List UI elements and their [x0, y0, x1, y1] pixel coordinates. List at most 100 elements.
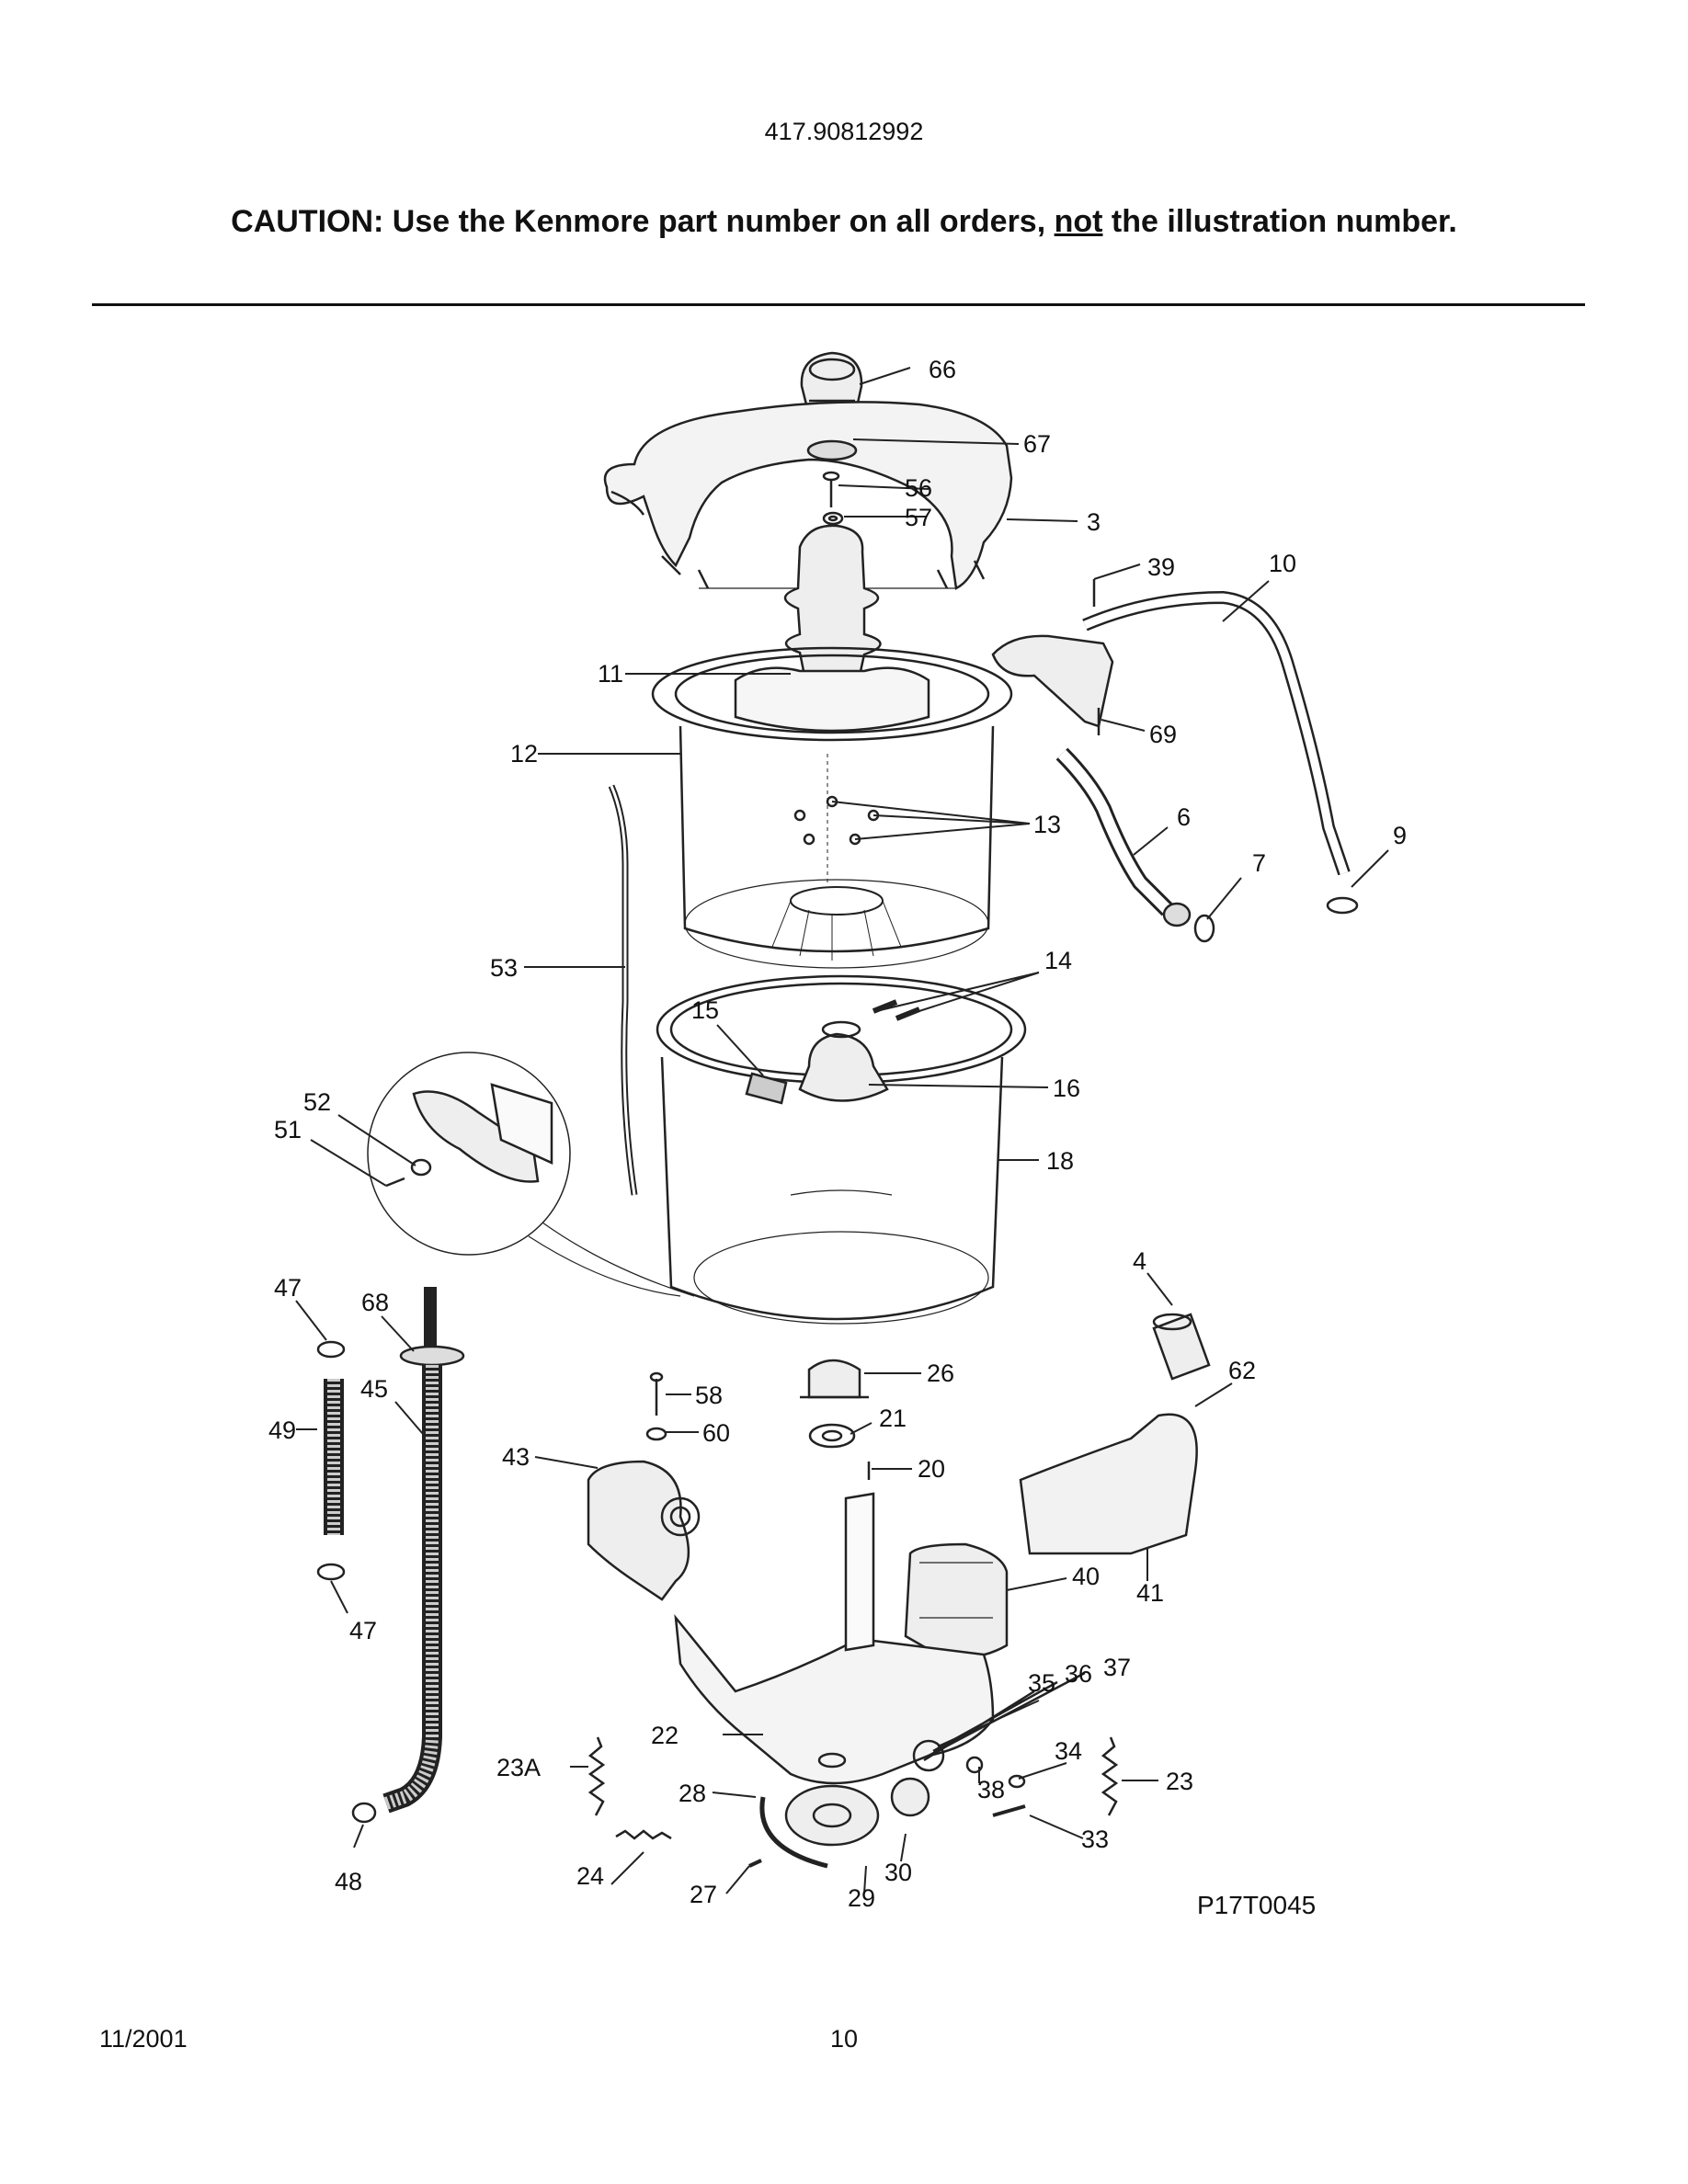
callout-29: 29 — [848, 1884, 875, 1912]
pump-43 — [587, 1460, 701, 1601]
water-inlet-39 — [991, 579, 1114, 728]
part-38 — [965, 1756, 984, 1774]
belt-28 — [759, 1796, 828, 1869]
washer-60 — [645, 1427, 667, 1441]
callout-47-lower: 47 — [349, 1617, 377, 1644]
motor-40 — [904, 1542, 1009, 1659]
callout-13: 13 — [1033, 811, 1061, 838]
callout-33: 33 — [1081, 1826, 1109, 1853]
washer-57 — [822, 511, 844, 526]
callout-56: 56 — [905, 474, 932, 502]
model-number: 417.90812992 — [764, 118, 924, 145]
outer-tub-18 — [656, 974, 1027, 1325]
callout-3: 3 — [1087, 508, 1101, 536]
callout-68: 68 — [361, 1289, 389, 1316]
coupling-26 — [800, 1359, 869, 1399]
callout-30: 30 — [884, 1859, 912, 1886]
screw-56 — [822, 471, 840, 507]
caution-prefix: CAUTION: Use the Kenmore part number on … — [231, 204, 1055, 239]
callout-39: 39 — [1147, 553, 1175, 581]
callout-22: 22 — [651, 1722, 679, 1749]
callout-16: 16 — [1053, 1075, 1080, 1102]
footer-date: 11/2001 — [99, 2025, 188, 2053]
drawing-code: P17T0045 — [1197, 1891, 1316, 1919]
callout-11: 11 — [598, 660, 623, 688]
callout-23A: 23A — [496, 1754, 541, 1781]
callout-6: 6 — [1177, 803, 1191, 831]
callout-27: 27 — [690, 1881, 717, 1908]
callout-48: 48 — [335, 1868, 362, 1895]
header-divider — [92, 303, 1585, 306]
detail-callout-circle — [367, 1052, 695, 1297]
capacitor-4 — [1152, 1313, 1211, 1381]
callout-14: 14 — [1044, 947, 1072, 974]
clamp-47-upper — [316, 1340, 346, 1359]
clamp-9 — [1326, 896, 1359, 915]
shield-41 — [1019, 1413, 1198, 1555]
drain-hose-45 — [382, 1287, 465, 1814]
callout-62: 62 — [1228, 1357, 1256, 1384]
callout-41: 41 — [1136, 1579, 1164, 1607]
callout-40: 40 — [1072, 1563, 1100, 1590]
caution-notice: CAUTION: Use the Kenmore part number on … — [0, 204, 1688, 240]
clamp-47-lower — [316, 1563, 346, 1581]
callout-43: 43 — [502, 1443, 530, 1471]
callout-45: 45 — [360, 1375, 388, 1403]
spring-24 — [615, 1829, 672, 1840]
callout-12: 12 — [510, 740, 538, 768]
callout-49: 49 — [268, 1416, 296, 1444]
spring-23 — [1101, 1736, 1119, 1816]
callout-20: 20 — [918, 1455, 945, 1483]
callout-34: 34 — [1055, 1737, 1082, 1765]
caution-emphasis: not — [1054, 204, 1103, 239]
screw-58 — [649, 1371, 664, 1416]
callout-4: 4 — [1133, 1247, 1146, 1275]
idler-30 — [890, 1777, 930, 1817]
callout-23: 23 — [1166, 1768, 1193, 1795]
callout-7: 7 — [1252, 849, 1266, 877]
pulley-29 — [784, 1784, 880, 1847]
callout-9: 9 — [1393, 822, 1407, 849]
callout-24: 24 — [576, 1862, 604, 1890]
callout-28: 28 — [679, 1780, 706, 1807]
callout-58: 58 — [695, 1382, 723, 1409]
callout-18: 18 — [1046, 1147, 1074, 1175]
hub-bolts — [793, 795, 880, 846]
overflow-tube-53 — [608, 784, 638, 1196]
spring-23A — [587, 1736, 606, 1816]
callout-47-upper: 47 — [274, 1274, 302, 1302]
callout-labels: 66 67 56 57 3 39 10 11 69 12 13 6 9 7 53… — [268, 356, 1407, 1919]
seal-15 — [745, 1072, 788, 1105]
part-34 — [1008, 1774, 1026, 1789]
agitator — [734, 524, 930, 733]
callout-66: 66 — [929, 356, 956, 383]
spring-33 — [992, 1804, 1026, 1817]
leader-lines — [295, 367, 1389, 1894]
mounting-plate-22 — [674, 1492, 995, 1785]
fill-hose-10 — [1082, 590, 1351, 876]
tub-bearing-16 — [798, 1020, 889, 1102]
callout-21: 21 — [879, 1405, 907, 1432]
drain-hose-6 — [1055, 747, 1192, 927]
seal-21 — [808, 1423, 856, 1449]
callout-60: 60 — [702, 1419, 730, 1447]
callout-37: 37 — [1103, 1654, 1131, 1681]
cap-seal — [806, 439, 858, 461]
callout-51: 51 — [274, 1116, 302, 1143]
caution-suffix: the illustration number. — [1102, 204, 1457, 239]
callout-38: 38 — [977, 1776, 1005, 1803]
page-number: 10 — [829, 2025, 859, 2053]
callout-26: 26 — [927, 1359, 954, 1387]
callout-67: 67 — [1023, 430, 1051, 458]
callout-69: 69 — [1149, 721, 1177, 748]
oring-7 — [1193, 914, 1215, 943]
callout-10: 10 — [1269, 550, 1296, 577]
callout-53: 53 — [490, 954, 518, 982]
callout-36: 36 — [1065, 1660, 1092, 1688]
wash-basket — [651, 646, 1013, 969]
clamp-48 — [351, 1802, 377, 1824]
callout-57: 57 — [905, 504, 932, 531]
callout-15: 15 — [691, 996, 719, 1024]
clip-27 — [748, 1859, 762, 1868]
